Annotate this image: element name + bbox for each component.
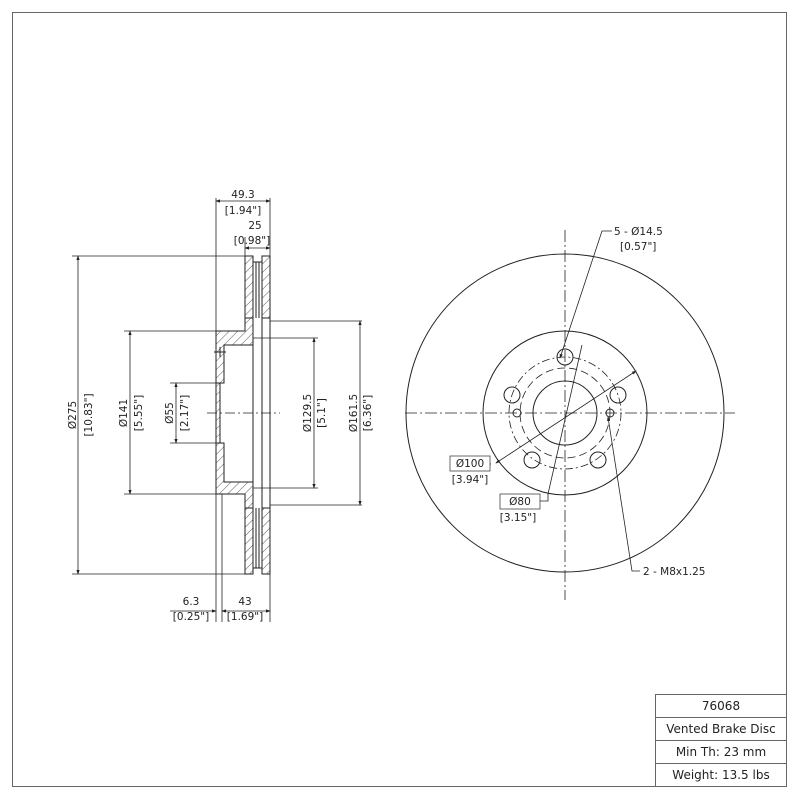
label-bolt-holes-mm: 5 - Ø14.5: [614, 226, 663, 238]
pilot-circle-box: [499, 493, 541, 510]
dim-overall-height-in: [1.94"]: [225, 205, 261, 217]
dim-inner-diameter-b-in: [6.36"]: [362, 395, 374, 431]
part-number: 76068: [655, 694, 787, 718]
dim-inner-diameter-b-mm: Ø161.5: [348, 394, 360, 432]
side-view-dimensions: [72, 198, 362, 622]
dim-center-bore-mm: Ø55: [164, 402, 176, 424]
dim-hat-depth-in: [1.69"]: [227, 611, 263, 623]
label-bolt-circle-mm: Ø100: [456, 458, 484, 470]
dim-center-bore-in: [2.17"]: [179, 395, 191, 431]
dim-overall-height-mm: 49.3: [231, 189, 254, 201]
dim-disc-thickness-in: [0.98"]: [234, 235, 270, 247]
dim-outer-diameter-in: [10.83"]: [83, 393, 95, 436]
title-block: 76068 Vented Brake Disc Min Th: 23 mm We…: [655, 694, 787, 787]
side-section-view: [207, 255, 280, 575]
label-bolt-circle-in: [3.94"]: [452, 474, 488, 486]
label-threaded-holes: 2 - M8x1.25: [643, 566, 705, 578]
dim-disc-thickness-mm: 25: [248, 220, 261, 232]
drawing-border: [12, 12, 787, 787]
dim-hat-thickness-mm: 6.3: [183, 596, 200, 608]
bolt-circle-box: [449, 455, 491, 472]
min-thickness: Min Th: 23 mm: [655, 740, 787, 764]
label-bolt-holes-in: [0.57"]: [620, 241, 656, 253]
dim-outer-diameter-mm: Ø275: [67, 401, 79, 429]
dim-hat-diameter-mm: Ø141: [118, 399, 130, 427]
front-view: [405, 230, 735, 600]
label-pilot-circle-in: [3.15"]: [500, 512, 536, 524]
dim-hat-thickness-in: [0.25"]: [173, 611, 209, 623]
dim-hat-diameter-in: [5.55"]: [133, 395, 145, 431]
weight: Weight: 13.5 lbs: [655, 763, 787, 787]
part-description: Vented Brake Disc: [655, 717, 787, 741]
dim-inner-diameter-a-mm: Ø129.5: [302, 394, 314, 432]
dim-hat-depth-mm: 43: [238, 596, 251, 608]
label-pilot-circle-mm: Ø80: [509, 496, 531, 508]
dim-inner-diameter-a-in: [5.1"]: [316, 398, 328, 428]
